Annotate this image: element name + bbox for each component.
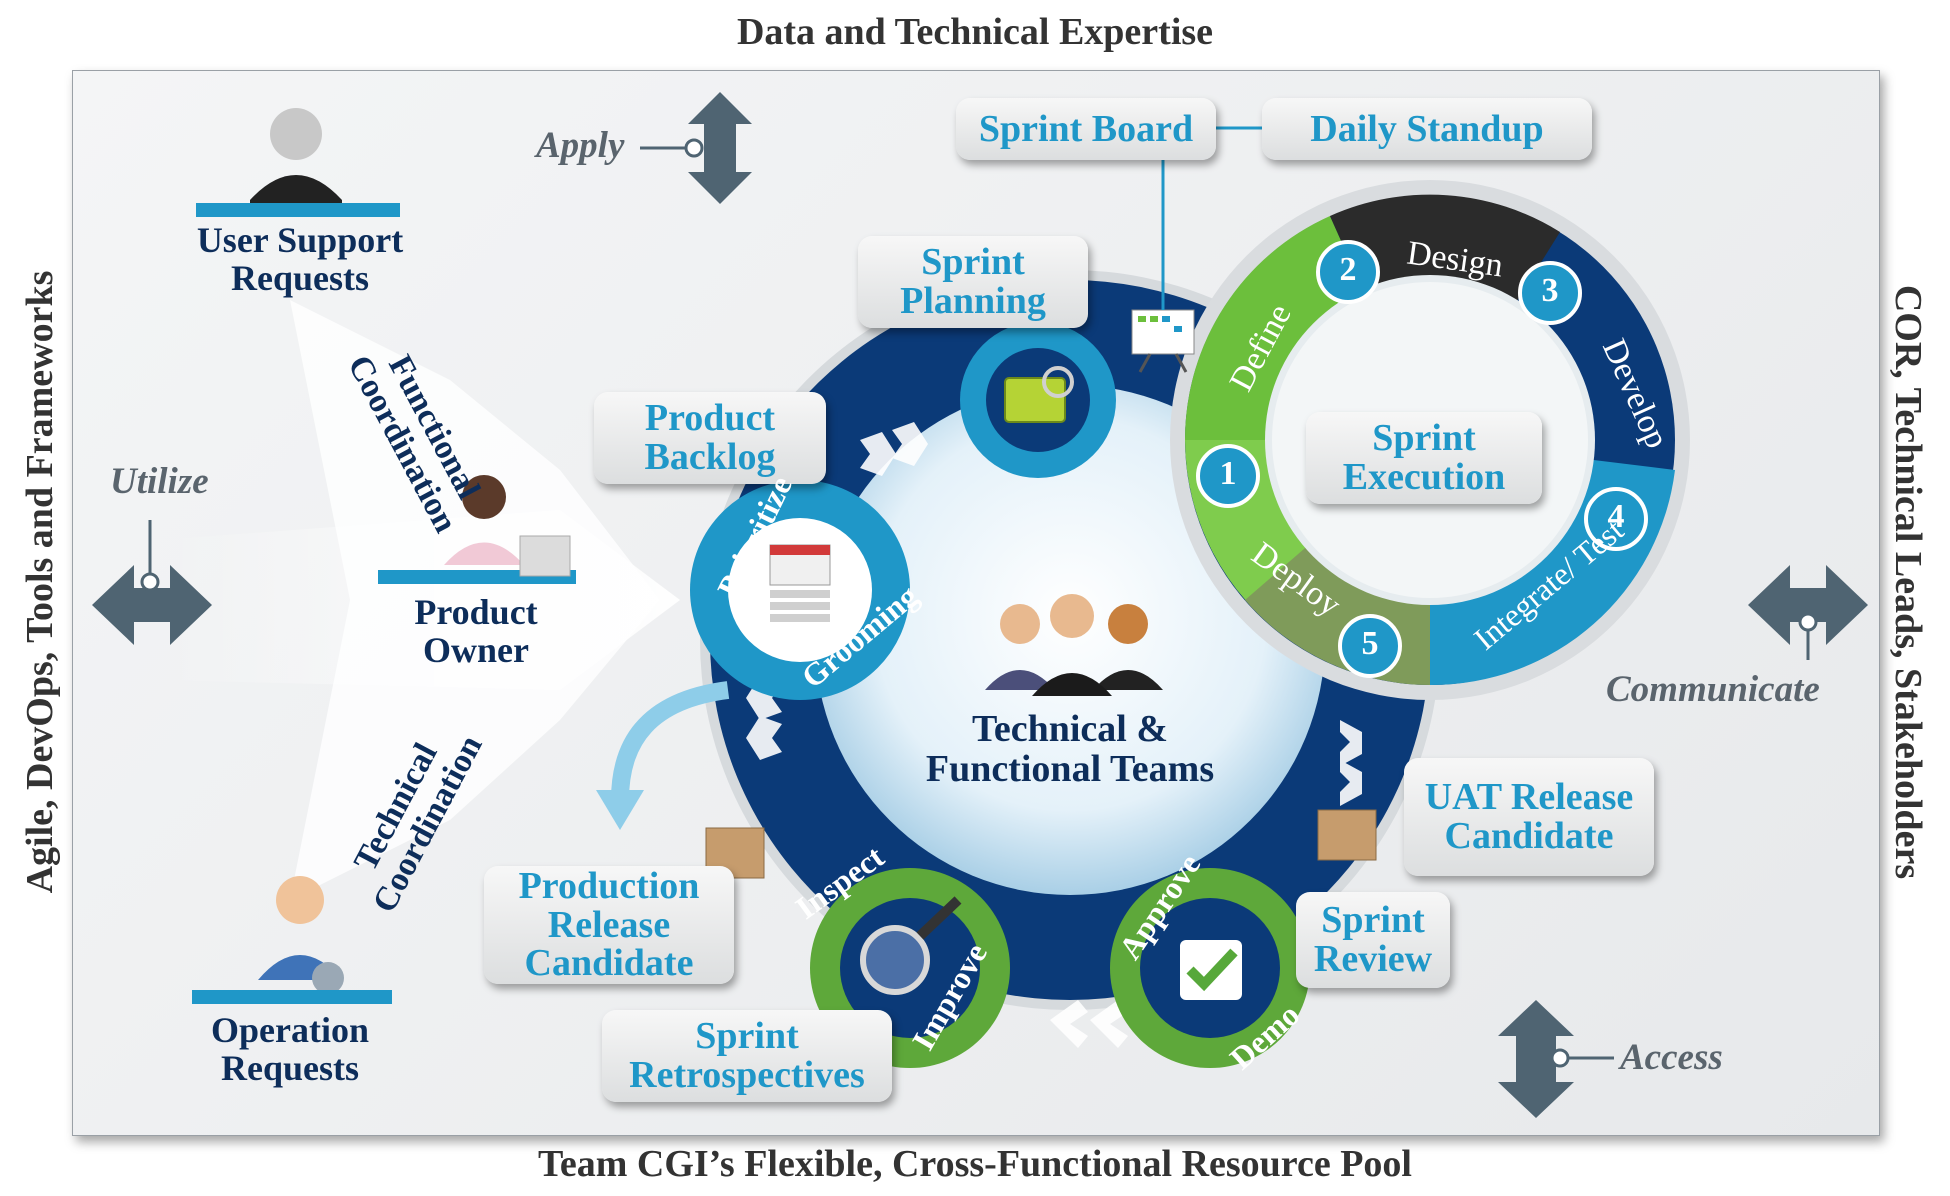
step-4-number: 4 bbox=[1607, 498, 1625, 535]
sprint-retrospectives-box: Sprint Retrospectives bbox=[602, 1010, 892, 1102]
operation-requests-label: Operation Requests bbox=[211, 1010, 369, 1088]
top-edge-label: Data and Technical Expertise bbox=[736, 11, 1214, 53]
access-label: Access bbox=[1620, 1037, 1723, 1078]
sprint-planning-box: Sprint Planning bbox=[858, 236, 1088, 328]
step-5-number: 5 bbox=[1361, 625, 1379, 662]
technical-functional-teams-label: Technical & Functional Teams bbox=[925, 708, 1215, 790]
step-3-number: 3 bbox=[1541, 272, 1559, 309]
step-2-number: 2 bbox=[1339, 251, 1357, 288]
uat-release-candidate-box: UAT Release Candidate bbox=[1404, 758, 1654, 876]
sprint-board-box: Sprint Board bbox=[956, 98, 1216, 160]
daily-standup-box: Daily Standup bbox=[1262, 98, 1592, 160]
step-1-number: 1 bbox=[1219, 455, 1237, 492]
sprint-review-box: Sprint Review bbox=[1296, 892, 1450, 988]
bottom-edge-label: Team CGI’s Flexible, Cross-Functional Re… bbox=[538, 1143, 1412, 1185]
user-support-requests-label: User Support Requests bbox=[196, 220, 404, 298]
product-backlog-box: Product Backlog bbox=[594, 392, 826, 484]
utilize-label: Utilize bbox=[110, 461, 209, 502]
product-owner-label: Product Owner bbox=[414, 592, 538, 670]
sprint-execution-box: Sprint Execution bbox=[1306, 412, 1542, 504]
apply-label: Apply bbox=[536, 125, 625, 166]
production-release-candidate-box: Production Release Candidate bbox=[484, 866, 734, 984]
communicate-label: Communicate bbox=[1606, 669, 1820, 710]
